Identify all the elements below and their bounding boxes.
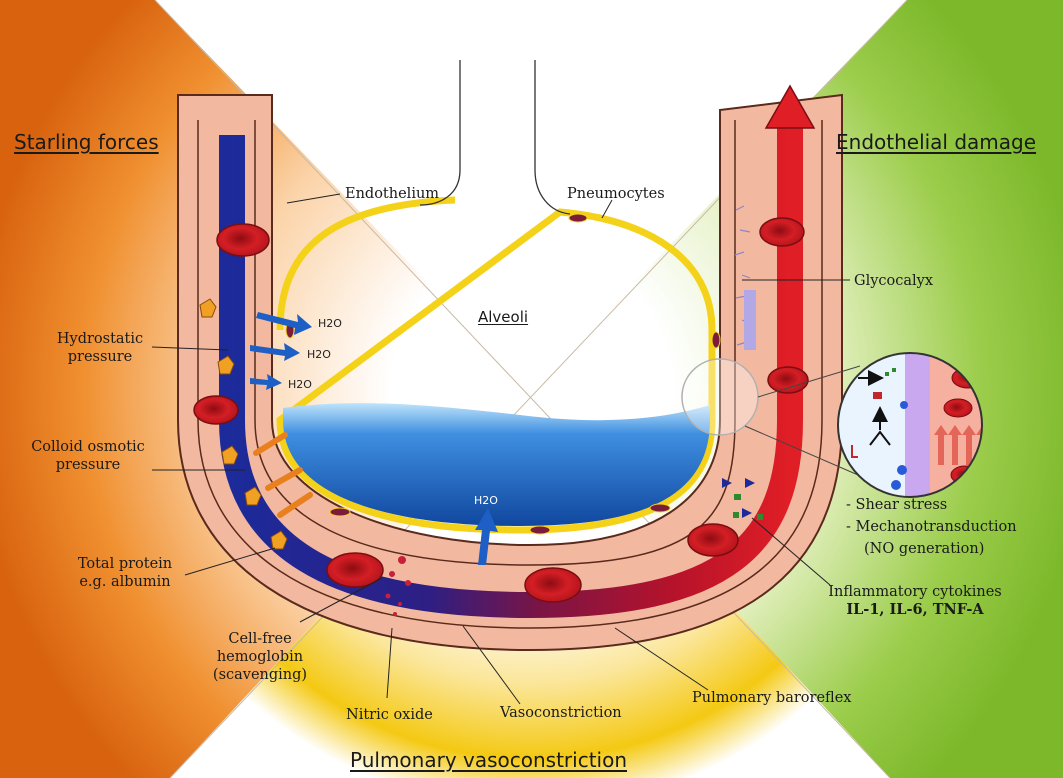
label-h2o-1: H2O <box>318 317 342 330</box>
rbc <box>760 218 804 246</box>
header-endothelial-damage: Endothelial damage <box>836 130 1036 154</box>
label-protein-line2: e.g. albumin <box>70 573 180 591</box>
label-inflammatory-cytokines: Inflammatory cytokines IL-1, IL-6, TNF-A <box>820 583 1010 619</box>
header-pulmonary-vasoconstriction: Pulmonary vasoconstriction <box>350 748 627 772</box>
header-starling-forces: Starling forces <box>14 130 159 154</box>
label-total-protein: Total protein e.g. albumin <box>70 555 180 591</box>
label-endothelium: Endothelium <box>345 185 439 203</box>
label-colloid-line2: pressure <box>18 456 158 474</box>
label-hemoglobin-line1: Cell-free <box>210 630 310 648</box>
label-mechanotransduction: - Mechanotransduction <box>846 518 1017 536</box>
label-protein-line1: Total protein <box>70 555 180 573</box>
zoom-source-circle <box>682 359 758 435</box>
label-hydrostatic-line1: Hydrostatic <box>45 330 155 348</box>
alveolar-duct <box>420 60 570 214</box>
label-no-generation: (NO generation) <box>864 540 984 558</box>
rbc <box>768 367 808 393</box>
label-colloid-line1: Colloid osmotic <box>18 438 158 456</box>
label-colloid-osmotic-pressure: Colloid osmotic pressure <box>18 438 158 474</box>
label-shear-stress: - Shear stress <box>846 496 947 514</box>
label-pneumocytes: Pneumocytes <box>567 185 665 203</box>
rbc <box>194 396 238 424</box>
rbc <box>688 524 738 556</box>
label-h2o-3: H2O <box>288 378 312 391</box>
label-hemoglobin-line3: (scavenging) <box>210 666 310 684</box>
label-cytokines-line2: IL-1, IL-6, TNF-A <box>820 601 1010 619</box>
label-cell-free-hemoglobin: Cell-free hemoglobin (scavenging) <box>210 630 310 684</box>
label-hydrostatic-pressure: Hydrostatic pressure <box>45 330 155 366</box>
label-vasoconstriction: Vasoconstriction <box>500 704 622 722</box>
rbc <box>525 568 581 602</box>
label-cytokines-line1: Inflammatory cytokines <box>820 583 1010 601</box>
label-hemoglobin-line2: hemoglobin <box>210 648 310 666</box>
label-nitric-oxide: Nitric oxide <box>346 706 433 724</box>
label-alveoli: Alveoli <box>478 308 528 326</box>
label-h2o-2: H2O <box>307 348 331 361</box>
label-h2o-4: H2O <box>474 494 498 507</box>
label-glycocalyx: Glycocalyx <box>854 272 933 290</box>
label-hydrostatic-line2: pressure <box>45 348 155 366</box>
rbc <box>217 224 269 256</box>
label-pulmonary-baroreflex: Pulmonary baroreflex <box>692 689 851 707</box>
